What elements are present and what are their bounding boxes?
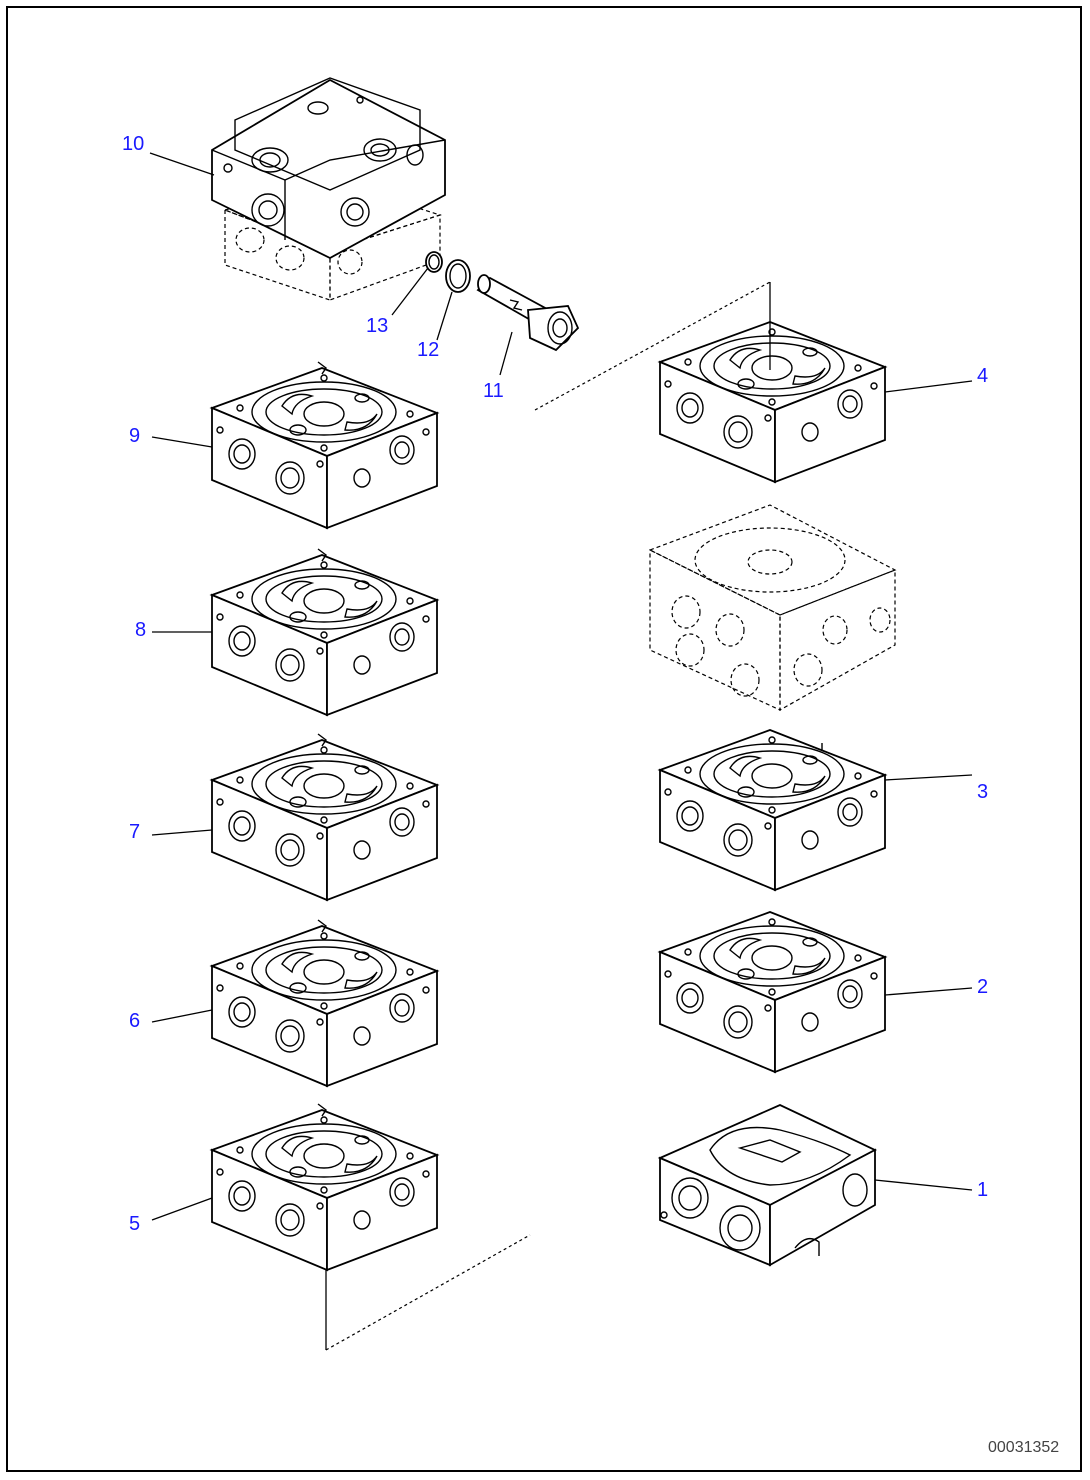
callout-2: 2: [977, 976, 988, 998]
plug-part-11: [476, 274, 580, 352]
callout-3: 3: [977, 781, 988, 803]
leader-lines: [149, 152, 973, 1221]
valve-section-part-6: [211, 919, 438, 1087]
o-ring-part-13: [425, 251, 443, 273]
end-cover-part-10: [211, 77, 446, 301]
callout-5: 5: [129, 1213, 140, 1235]
drawing-frame: [6, 6, 1082, 1472]
valve-section-part-4: [659, 282, 886, 483]
callout-1: 1: [977, 1179, 988, 1201]
callout-13: 13: [366, 315, 388, 337]
callout-9: 9: [129, 425, 140, 447]
callout-8: 8: [135, 619, 146, 641]
ghost-section-reference: [648, 504, 897, 712]
valve-section-part-7: [211, 733, 438, 901]
valve-section-part-2: [659, 911, 886, 1073]
callout-7: 7: [129, 821, 140, 843]
valve-section-part-8: [211, 548, 438, 716]
callout-4: 4: [977, 365, 988, 387]
valve-section-part-9: [211, 361, 438, 529]
assembly-line-upper: [534, 281, 771, 411]
callout-12: 12: [417, 339, 439, 361]
drawing-number: 00031352: [988, 1439, 1059, 1456]
callout-11: 11: [483, 380, 504, 402]
callout-6: 6: [129, 1010, 140, 1032]
valve-section-part-1: [657, 1104, 878, 1267]
valve-section-part-5: [211, 1103, 438, 1271]
callout-10: 10: [122, 133, 144, 155]
valve-section-part-3: [659, 729, 886, 891]
o-ring-part-12: [445, 259, 471, 293]
